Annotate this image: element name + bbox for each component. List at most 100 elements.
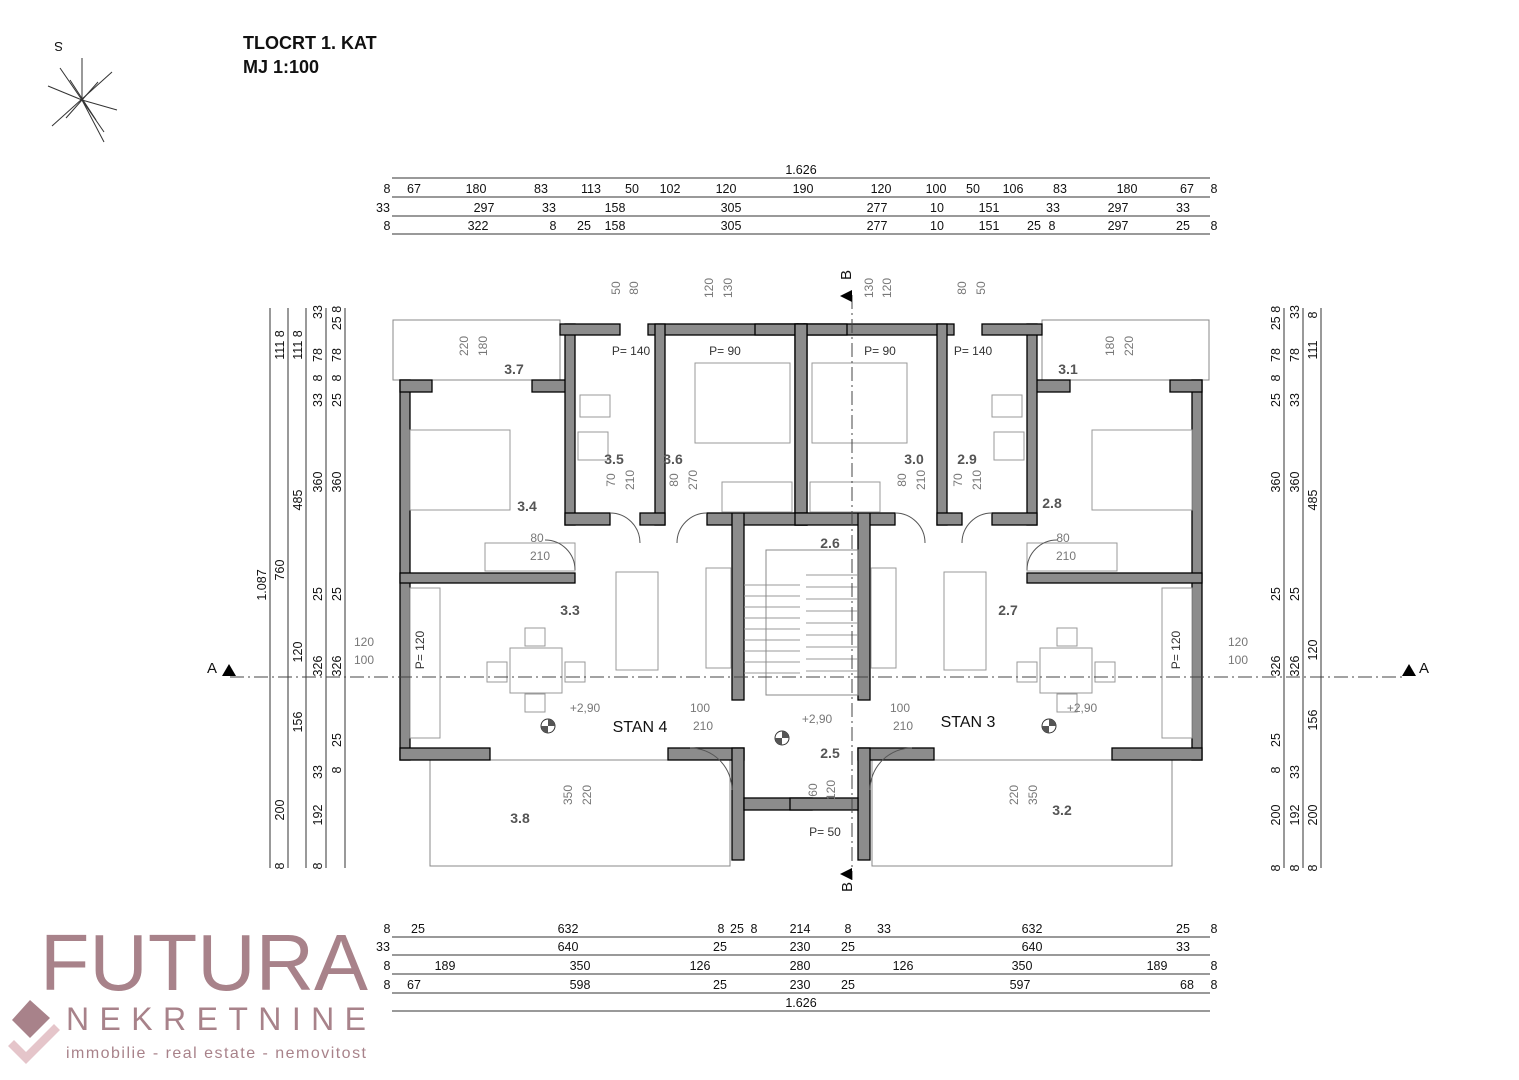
room-label: 3.7 bbox=[504, 361, 524, 377]
door-dimension: 100 bbox=[890, 701, 910, 715]
door-dimension: 220 bbox=[1122, 336, 1136, 356]
wall bbox=[564, 512, 611, 526]
window-dimension: 120 bbox=[1228, 635, 1248, 649]
room-label: 3.4 bbox=[517, 498, 537, 514]
room-label: 3.5 bbox=[604, 451, 624, 467]
dimension-value: 106 bbox=[1003, 182, 1024, 196]
chair-icon bbox=[1056, 627, 1078, 647]
dimension-value: 8 bbox=[384, 219, 391, 233]
dimension-value: 25 8 bbox=[330, 306, 344, 330]
parapet-label: P= 50 bbox=[809, 825, 841, 839]
section-label: A bbox=[207, 660, 217, 677]
door-dimension: 210 bbox=[693, 719, 713, 733]
wardrobe-icon bbox=[1026, 542, 1118, 572]
wall bbox=[731, 512, 745, 701]
section-marker-a-right-icon bbox=[1402, 664, 1416, 676]
door-dimension: 80 bbox=[667, 473, 681, 487]
bed-icon bbox=[409, 429, 511, 511]
wall bbox=[936, 323, 948, 526]
door-swing bbox=[869, 747, 913, 791]
dimension-value: 78 bbox=[330, 348, 344, 362]
level-marker-icon bbox=[1042, 719, 1056, 733]
section-marker-a-left-icon bbox=[222, 664, 236, 676]
dimension-value: 111 8 bbox=[291, 330, 305, 359]
logo-subtitle: NEKRETNINE bbox=[66, 1001, 366, 1037]
dimension-value: 8 bbox=[1211, 219, 1218, 233]
door-dimension: 210 bbox=[1056, 549, 1076, 563]
dimension-value: 25 bbox=[1176, 219, 1190, 233]
parapet-label: P= 140 bbox=[954, 344, 993, 358]
dimension-value: 8 bbox=[718, 922, 725, 936]
dimension-value: 50 bbox=[966, 182, 980, 196]
dimension-value: 280 bbox=[790, 959, 811, 973]
dimension-value: 25 8 bbox=[1269, 306, 1283, 330]
wall bbox=[789, 797, 859, 811]
dimension-value: 8 bbox=[330, 374, 344, 381]
dimension-value: 67 bbox=[1180, 182, 1194, 196]
dimension-value: 360 bbox=[311, 472, 325, 493]
door-swing bbox=[961, 512, 993, 544]
dimension-value: 25 bbox=[577, 219, 591, 233]
dimension-value: 25 bbox=[330, 393, 344, 407]
level-label: +2,90 bbox=[1067, 701, 1098, 715]
parapet-label: P= 120 bbox=[1169, 630, 1183, 669]
chair-icon bbox=[564, 661, 586, 683]
dimension-value: 8 bbox=[1211, 978, 1218, 992]
section-label: B bbox=[839, 882, 856, 892]
dimension-value: 230 bbox=[790, 978, 811, 992]
dimension-value: 632 bbox=[558, 922, 579, 936]
dimension-value: 33 bbox=[311, 393, 325, 407]
dimension-value: 33 bbox=[877, 922, 891, 936]
dimension-value: 67 bbox=[407, 182, 421, 196]
balcony-outline bbox=[1041, 319, 1210, 381]
dimension-value: 297 bbox=[1108, 219, 1129, 233]
wall bbox=[564, 323, 576, 526]
door-dimension: 220 bbox=[1007, 785, 1021, 805]
dimension-value: 360 bbox=[1269, 472, 1283, 493]
dimension-value: 322 bbox=[468, 219, 489, 233]
dimension-value: 1.087 bbox=[255, 569, 269, 600]
dimension-value: 230 bbox=[790, 940, 811, 954]
dimension-value: 485 bbox=[291, 490, 305, 511]
chair-icon bbox=[1094, 661, 1116, 683]
dimension-value: 8 bbox=[1306, 311, 1320, 318]
dimension-value: 8 bbox=[273, 862, 287, 869]
dimension-value: 25 bbox=[841, 940, 855, 954]
room-label: 2.7 bbox=[998, 602, 1018, 618]
dimension-value: 25 bbox=[330, 587, 344, 601]
level-label: +2,90 bbox=[802, 712, 833, 726]
dimension-value: 25 bbox=[1269, 733, 1283, 747]
chair-icon bbox=[1016, 661, 1038, 683]
door-dimension: 210 bbox=[914, 470, 928, 490]
dimension-value: 305 bbox=[721, 219, 742, 233]
door-dimension: 180 bbox=[1103, 336, 1117, 356]
balcony-outline bbox=[392, 319, 561, 381]
door-dimension: 70 bbox=[951, 473, 965, 487]
wall bbox=[794, 323, 808, 526]
wall bbox=[857, 512, 871, 701]
chair-icon bbox=[486, 661, 508, 683]
section-label: B bbox=[838, 270, 855, 280]
dimension-value: 350 bbox=[1012, 959, 1033, 973]
door-dimension: 270 bbox=[686, 470, 700, 490]
wardrobe-icon bbox=[809, 481, 881, 513]
wall bbox=[936, 512, 963, 526]
door-dimension: 80 bbox=[895, 473, 909, 487]
dimension-value: 180 bbox=[1117, 182, 1138, 196]
section-label: A bbox=[1419, 660, 1429, 677]
window-dimension: 50 bbox=[974, 281, 988, 295]
wall bbox=[794, 512, 896, 526]
washbasin-icon bbox=[577, 431, 609, 461]
parapet-label: P= 90 bbox=[709, 344, 741, 358]
room-label: 3.3 bbox=[560, 602, 580, 618]
dimension-value: 50 bbox=[625, 182, 639, 196]
dimension-value: 360 bbox=[330, 472, 344, 493]
dimension-value: 33 bbox=[376, 940, 390, 954]
dimension-value: 214 bbox=[790, 922, 811, 936]
door-dimension: 80 bbox=[1056, 531, 1070, 545]
parapet-label: P= 120 bbox=[413, 630, 427, 669]
dimension-value: 126 bbox=[690, 959, 711, 973]
dimension-value: 25 bbox=[311, 587, 325, 601]
